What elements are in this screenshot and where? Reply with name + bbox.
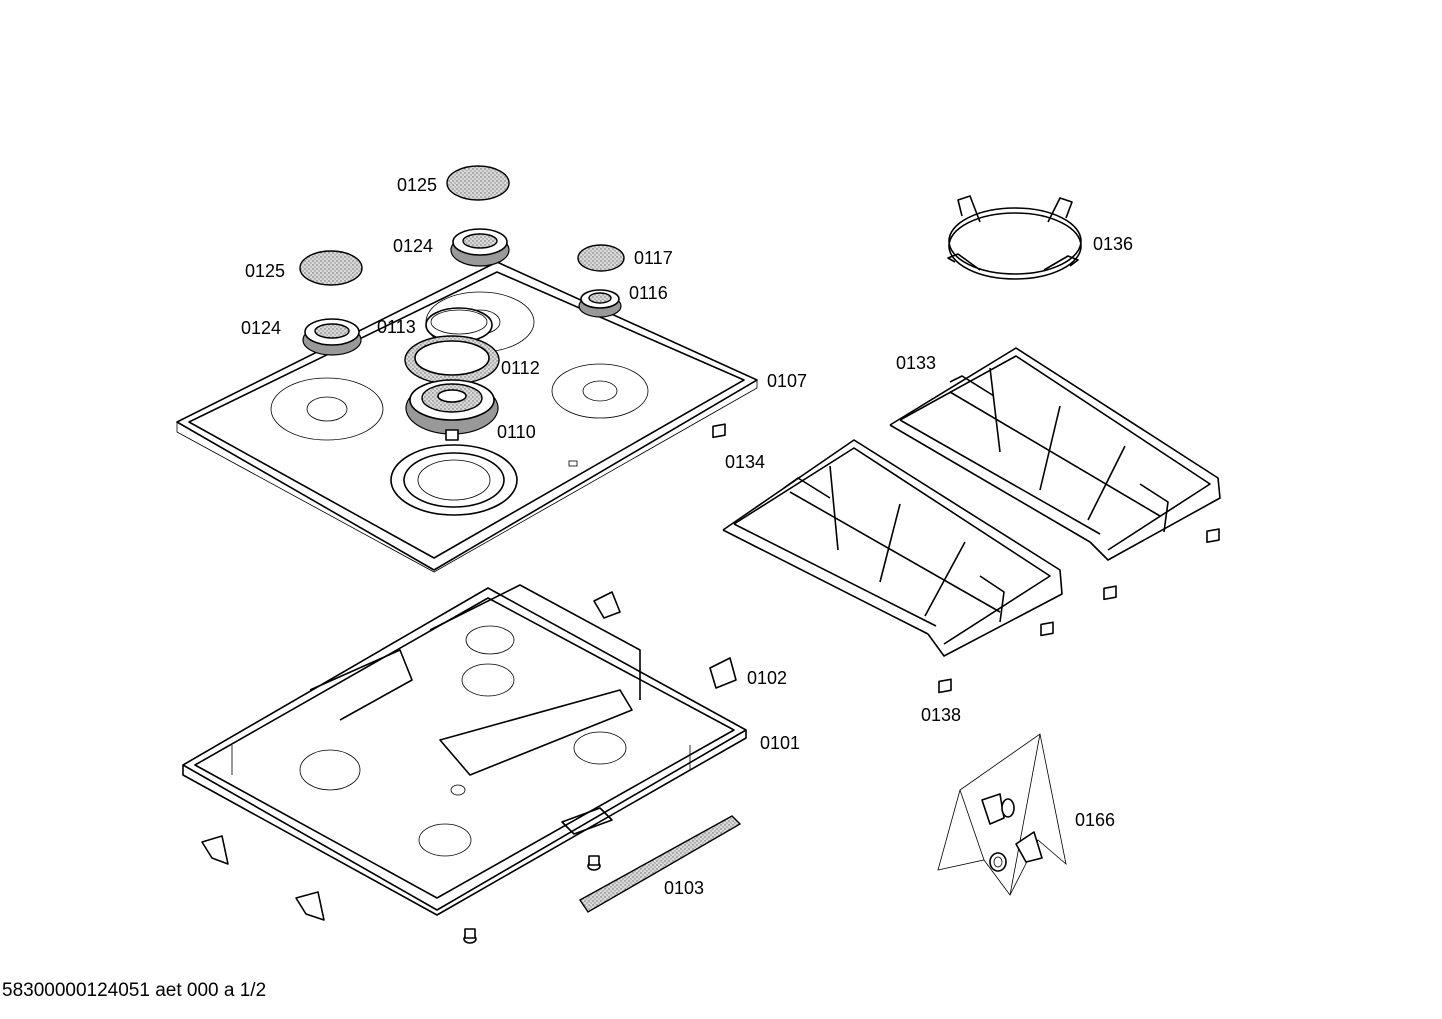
burner-ring-0112 — [404, 335, 500, 385]
burner-cap-0113 — [425, 307, 493, 343]
label-0102: 0102 — [747, 668, 787, 688]
drawing-number-footer: 58300000124051 aet 000 a 1/2 — [2, 980, 267, 1001]
burner-head-0116 — [578, 289, 622, 318]
label-0134: 0134 — [725, 452, 765, 472]
label-0166: 0166 — [1075, 810, 1115, 830]
label-0125-left: 0125 — [245, 261, 285, 281]
label-0136: 0136 — [1093, 234, 1133, 254]
label-0113: 0113 — [377, 317, 416, 337]
pan-support-0134 — [722, 439, 1063, 657]
rubber-feet-0138 — [712, 423, 1220, 694]
label-0117: 0117 — [634, 248, 673, 268]
label-0124-left: 0124 — [241, 318, 281, 338]
label-0107: 0107 — [767, 371, 807, 391]
hob-base-tray-0101 — [182, 584, 747, 916]
accessory-bag-0166 — [937, 733, 1067, 896]
burner-base-0110 — [405, 379, 499, 441]
label-0124-top: 0124 — [393, 236, 433, 256]
label-0116: 0116 — [629, 283, 668, 303]
label-0125-top: 0125 — [397, 175, 437, 195]
label-0138: 0138 — [921, 705, 961, 725]
label-0133: 0133 — [896, 353, 936, 373]
burner-head-0124-left — [302, 318, 362, 356]
wok-ring-0136 — [947, 195, 1082, 280]
label-0112: 0112 — [501, 358, 540, 378]
burner-cap-0117 — [577, 244, 625, 272]
burner-head-0124-top — [450, 228, 510, 267]
burner-cap-0125-top — [446, 165, 510, 201]
label-0101: 0101 — [760, 733, 800, 753]
burner-cap-0125-left — [299, 250, 363, 286]
base-feet — [463, 855, 601, 944]
label-0110: 0110 — [497, 422, 536, 442]
pan-support-0133 — [889, 347, 1221, 561]
hob-top-plate — [176, 261, 758, 573]
fixing-clips-0102 — [201, 591, 737, 921]
label-0103: 0103 — [664, 878, 704, 898]
seal-strip-0103 — [578, 815, 742, 913]
